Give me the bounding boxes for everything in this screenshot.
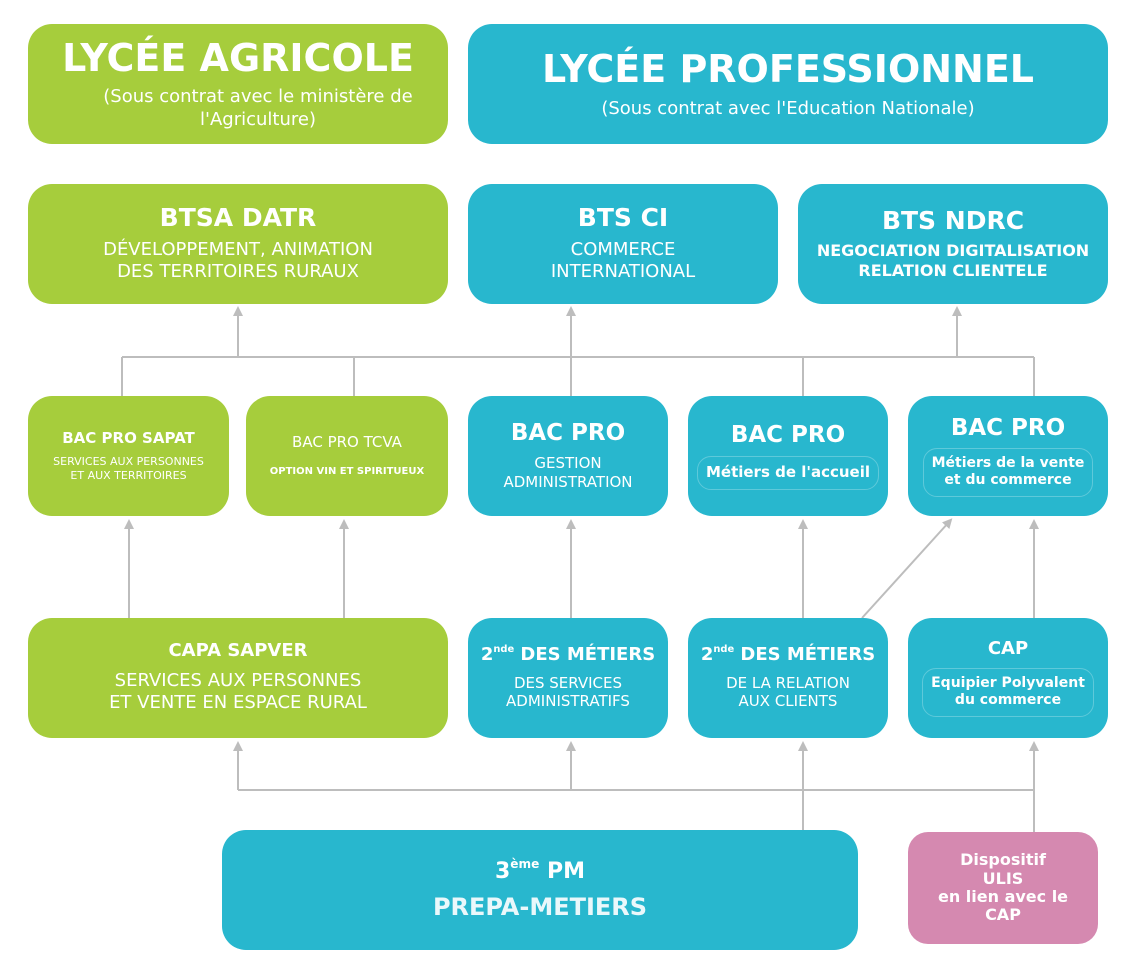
btsa-datr-line2: DES TERRITOIRES RURAUX [117, 261, 359, 283]
bts-ndrc-title: BTS NDRC [881, 205, 1025, 235]
bac-accueil-line1: Métiers de l'accueil [696, 456, 880, 490]
box-bac-pro-tcva: BAC PRO TCVA OPTION VIN ET SPIRITUEUX [246, 396, 448, 516]
box-capa-sapver: CAPA SAPVER SERVICES AUX PERSONNES ET VE… [28, 618, 448, 738]
box-bac-pro-sapat: BAC PRO SAPAT SERVICES AUX PERSONNES ET … [28, 396, 229, 516]
header-professionnel-subtitle: (Sous contrat avec l'Education Nationale… [601, 97, 975, 119]
box-bts-ndrc: BTS NDRC NEGOCIATION DIGITALISATION RELA… [798, 184, 1108, 304]
ulis-line4: CAP [985, 905, 1021, 925]
bts-ci-title: BTS CI [577, 203, 669, 233]
header-lycee-professionnel: LYCÉE PROFESSIONNEL (Sous contrat avec l… [468, 24, 1108, 144]
ulis-line1: Dispositif [960, 850, 1046, 870]
prepa-title-sup: ème [510, 856, 540, 871]
bac-sapat-line1: SERVICES AUX PERSONNES [53, 454, 204, 468]
bac-tcva-line1: OPTION VIN ET SPIRITUEUX [269, 466, 425, 478]
box-bac-pro-vente: BAC PRO Métiers de la vente et du commer… [908, 396, 1108, 516]
prepa-line1: PREPA-METIERS [432, 892, 648, 921]
bac-sapat-title: BAC PRO SAPAT [62, 428, 195, 447]
bac-accueil-title: BAC PRO [730, 422, 846, 449]
bts-ndrc-line1: NEGOCIATION DIGITALISATION [816, 241, 1090, 261]
cap-line1: Equipier Polyvalent [931, 674, 1085, 691]
bts-ci-line1: COMMERCE [570, 238, 676, 260]
capa-line2: ET VENTE EN ESPACE RURAL [109, 692, 367, 714]
bac-vente-line1: Métiers de la vente [931, 454, 1085, 471]
header-agricole-subtitle: (Sous contrat avec le ministère de l'Agr… [103, 86, 413, 130]
box-bac-pro-gestion: BAC PRO GESTION ADMINISTRATION [468, 396, 668, 516]
bac-gestion-title: BAC PRO [510, 420, 626, 447]
bac-sapat-line2: ET AUX TERRITOIRES [70, 468, 187, 482]
cap-line2: du commerce [954, 692, 1062, 709]
relation-title-text: DES MÉTIERS [734, 643, 876, 665]
relation-title-sup: nde [713, 643, 735, 655]
header-lycee-agricole: LYCÉE AGRICOLE (Sous contrat avec le min… [28, 24, 448, 144]
relation-line1: DE LA RELATION [726, 673, 850, 692]
prepa-title-text: PM [539, 858, 585, 884]
prepa-title: 3ème PM [494, 856, 585, 884]
cap-desc: Equipier Polyvalent du commerce [922, 667, 1094, 717]
box-dispositif-ulis: Dispositif ULIS en lien avec le CAP [908, 832, 1098, 944]
ulis-line3: en lien avec le [937, 887, 1069, 906]
capa-line1: SERVICES AUX PERSONNES [114, 669, 362, 691]
box-3eme-prepa-metiers: 3ème PM PREPA-METIERS [222, 830, 858, 950]
admin-line1: DES SERVICES [513, 673, 623, 692]
admin-title-prefix: 2 [480, 643, 494, 665]
bac-vente-line2: et du commerce [944, 472, 1072, 489]
cap-title: CAP [987, 638, 1029, 660]
box-bts-ci: BTS CI COMMERCE INTERNATIONAL [468, 184, 778, 304]
bts-ndrc-line2: RELATION CLIENTELE [858, 261, 1048, 281]
ulis-line2: ULIS [982, 868, 1024, 888]
header-professionnel-title: LYCÉE PROFESSIONNEL [541, 46, 1035, 91]
admin-line2: ADMINISTRATIFS [506, 692, 630, 711]
bac-tcva-title: BAC PRO TCVA [292, 433, 402, 452]
box-2nde-services-administratifs: 2nde DES MÉTIERS DES SERVICES ADMINISTRA… [468, 618, 668, 738]
box-btsa-datr: BTSA DATR DÉVELOPPEMENT, ANIMATION DES T… [28, 184, 448, 304]
admin-title-text: DES MÉTIERS [514, 643, 656, 665]
bac-gestion-line1: GESTION [534, 454, 602, 473]
bts-ci-line2: INTERNATIONAL [550, 261, 696, 283]
bac-vente-title: BAC PRO [950, 415, 1066, 442]
admin-title-sup: nde [493, 643, 515, 655]
admin-title: 2nde DES MÉTIERS [480, 643, 656, 666]
btsa-datr-title: BTSA DATR [159, 203, 317, 233]
bac-gestion-line2: ADMINISTRATION [503, 473, 633, 492]
box-bac-pro-accueil: BAC PRO Métiers de l'accueil [688, 396, 888, 516]
header-agricole-title: LYCÉE AGRICOLE [62, 35, 414, 80]
capa-title: CAPA SAPVER [168, 640, 308, 662]
btsa-datr-line1: DÉVELOPPEMENT, ANIMATION [103, 238, 373, 260]
relation-title: 2nde DES MÉTIERS [700, 643, 876, 666]
box-2nde-relation-clients: 2nde DES MÉTIERS DE LA RELATION AUX CLIE… [688, 618, 888, 738]
arrow-relation-to-vente [861, 518, 953, 619]
relation-title-prefix: 2 [700, 643, 714, 665]
prepa-title-prefix: 3 [494, 858, 511, 884]
box-cap-equipier: CAP Equipier Polyvalent du commerce [908, 618, 1108, 738]
bac-vente-desc: Métiers de la vente et du commerce [922, 447, 1094, 497]
relation-line2: AUX CLIENTS [738, 692, 838, 711]
